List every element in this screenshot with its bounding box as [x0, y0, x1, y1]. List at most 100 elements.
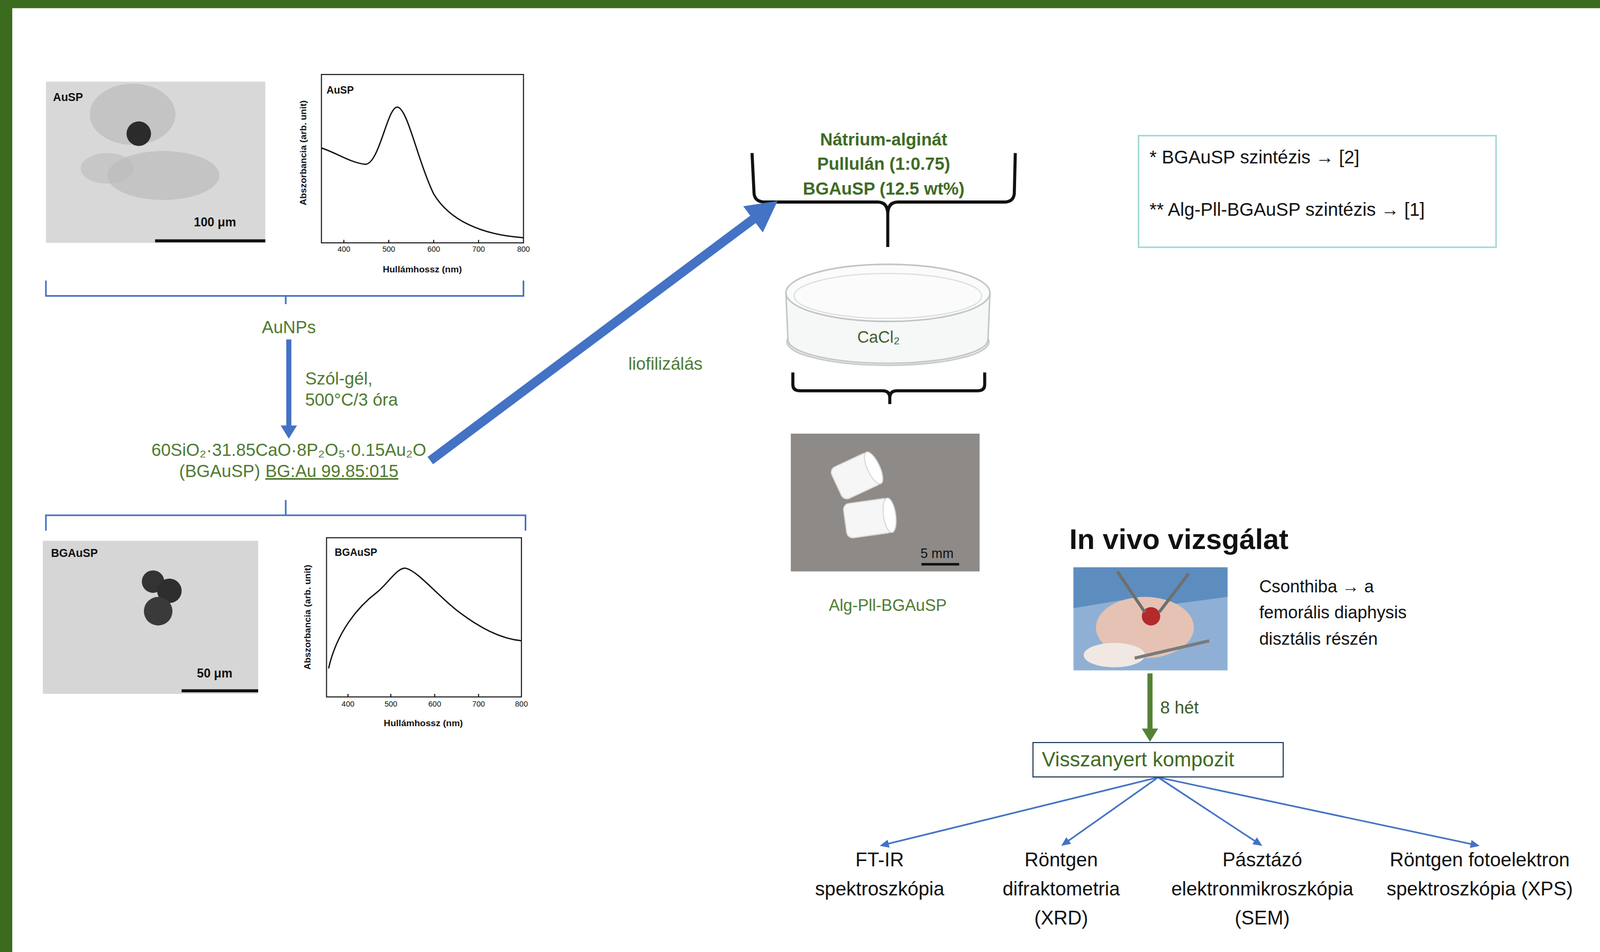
surgery-photo [1073, 567, 1228, 671]
edge-label: Szól-gél, 500°C/3 óra [305, 368, 408, 410]
scale-label: 5 mm [920, 545, 954, 562]
scaffold-photo [790, 433, 980, 572]
scale-bar [154, 239, 265, 243]
tick-label: 600 [427, 244, 441, 254]
in-vivo-panel: In vivo vizsgálatCsonthiba → a femorális… [1069, 522, 1458, 674]
tick-marks [348, 693, 479, 698]
tick-label: 500 [384, 699, 398, 709]
curly-bracket [792, 372, 985, 405]
arrow-head [1061, 837, 1072, 846]
axis-title: Abszorbancia (arb. unit) [298, 100, 310, 206]
formula-text: 60SiO₂·31.85CaO·8P₂O₅·0.15Au₂O [151, 439, 427, 461]
axis-box [326, 537, 521, 698]
tick-label: 700 [472, 699, 486, 709]
note-text: ** Alg-Pll-BGAuSP szintézis → [1] [1149, 198, 1486, 222]
tick-label: 400 [337, 244, 351, 254]
figure-label: BGAuSP [50, 546, 98, 560]
ingredient-text: Pullulán (1:0.75) [752, 151, 1016, 177]
caption-label: Alg-Pll-BGAuSP [828, 596, 947, 616]
scale-bar [181, 689, 259, 693]
connector-line [286, 339, 292, 427]
connector [879, 777, 1158, 848]
method-label: Röntgen difraktometria (XRD) [1002, 845, 1120, 934]
ingredients-block: Nátrium-alginátPullulán (1:0.75)BGAuSP (… [752, 127, 1016, 201]
dish-rim [785, 264, 990, 322]
tick-label: 600 [428, 699, 442, 709]
tem-cloud [80, 152, 134, 184]
figure-label: AuSP [52, 90, 84, 104]
ingredient-text: Nátrium-alginát [752, 127, 1016, 152]
connector [430, 200, 779, 461]
description-text: Csonthiba → a femorális diaphysis disztá… [1259, 573, 1439, 652]
figure-label: BGAuSP [334, 546, 378, 559]
method-label: Pásztázó elektronmikroszkópia (SEM) [1171, 845, 1353, 934]
method-text: Röntgen difraktometria (XRD) [1002, 845, 1120, 934]
scaffold-cylinder [842, 497, 899, 539]
result-text: Visszanyert kompozit [1041, 747, 1275, 772]
instrument [1117, 571, 1145, 612]
method-text: FT-IR spektroszkópia [815, 845, 945, 904]
spectrum-curve [328, 568, 522, 669]
spectrum-chart [321, 74, 524, 243]
photo-ground [1073, 567, 1228, 671]
tick-label: 800 [515, 699, 528, 709]
scale-label: 100 μm [194, 215, 237, 230]
arrow-head [1469, 839, 1480, 848]
spectrum-chart [326, 537, 521, 698]
formula-block: 60SiO₂·31.85CaO·8P₂O₅·0.15Au₂O(BGAuSP)BG… [147, 439, 431, 483]
step-label: AuNPs [255, 315, 322, 340]
tick-label: 800 [517, 244, 530, 254]
connector-line [430, 217, 756, 461]
arrow-head [1141, 728, 1159, 742]
bracket [46, 280, 524, 305]
solution-text: CaCl₂ [857, 327, 901, 347]
connector-line [887, 777, 1158, 845]
particle [126, 121, 151, 146]
dish-outline [783, 260, 993, 368]
note-text: * BGAuSP szintézis → [2] [1149, 146, 1486, 169]
section-heading: In vivo vizsgálat [1069, 522, 1289, 556]
figure-label: AuSP [326, 84, 354, 97]
connector [1158, 777, 1480, 848]
connector [280, 339, 298, 440]
scale-bar [921, 562, 959, 566]
tissue [1083, 642, 1146, 667]
frame-left [0, 0, 13, 952]
instrument [1159, 573, 1190, 612]
arrow-head [1252, 837, 1263, 846]
method-text: Pásztázó elektronmikroszkópia (SEM) [1171, 845, 1353, 934]
bracket [46, 499, 526, 531]
note-box: * BGAuSP szintézis → [2] ** Alg-Pll-BGAuS… [1137, 134, 1497, 249]
connector [1061, 777, 1158, 847]
instrument [1134, 641, 1210, 659]
edge-label: liofilizálás [628, 353, 703, 374]
tick-marks [343, 239, 479, 243]
petri-dish: CaCl₂ [783, 260, 993, 368]
tick-label: 500 [382, 244, 396, 254]
photo-ground [790, 433, 980, 572]
ratio-text: BG:Au 99.85:015 [265, 461, 399, 481]
method-label: FT-IR spektroszkópia [815, 845, 945, 904]
connector-line [1147, 673, 1153, 730]
connector [1141, 673, 1159, 742]
axis-title: Abszorbancia (arb. unit) [302, 564, 314, 671]
tick-label: 400 [341, 699, 355, 709]
connector-line [1158, 777, 1472, 845]
ingredient-text: BGAuSP (12.5 wt%) [752, 176, 1016, 201]
arrow-head [743, 200, 778, 233]
frame-top [0, 0, 1600, 8]
axis-title: Hullámhossz (nm) [384, 718, 464, 729]
tem-ground [42, 541, 259, 694]
tem-image [42, 541, 259, 694]
tem-ground [46, 81, 266, 243]
arrow-head [879, 839, 890, 848]
result-box: Visszanyert kompozit [1032, 742, 1284, 778]
scaffold-cylinder [829, 449, 887, 501]
abbreviation-text: (BGAuSP) [179, 461, 261, 481]
spectrum-curve [321, 106, 524, 238]
arrow-head [280, 425, 298, 439]
dish-inner-rim [793, 273, 982, 319]
method-text: Röntgen fotoelektron spektroszkópia (XPS… [1381, 845, 1578, 904]
edge-label: 8 hét [1160, 697, 1200, 718]
